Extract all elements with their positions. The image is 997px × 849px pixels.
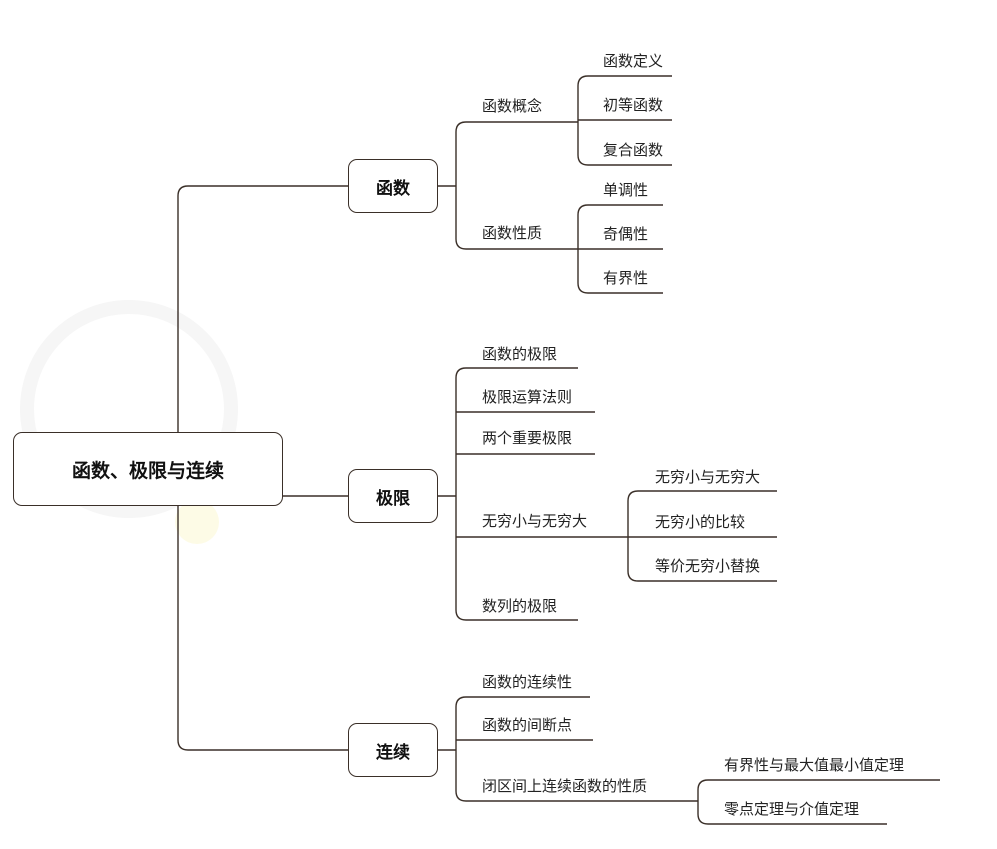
leaf-concept-2: 初等函数: [603, 96, 664, 114]
leaf-infinitesimal-2: 无穷小的比较: [655, 513, 746, 531]
leaf-closed-2: 零点定理与介值定理: [724, 800, 860, 818]
root-topic-label: 函数、极限与连续: [71, 459, 224, 482]
subtopic-property: 函数性质: [482, 224, 543, 242]
leaf-property-3: 有界性: [603, 269, 649, 287]
branch-jixian-label: 极限: [376, 488, 410, 509]
leaf-infinitesimal-1: 无穷小与无穷大: [655, 468, 761, 486]
leaf-infinitesimal-3: 等价无穷小替换: [655, 557, 761, 575]
branch-lianxu-label: 连续: [376, 742, 410, 763]
root-topic: 函数、极限与连续: [13, 432, 283, 506]
branch-hanshu: 函数: [348, 159, 438, 213]
leaf-concept-3: 复合函数: [603, 141, 664, 159]
subtopic-limit-2: 极限运算法则: [482, 388, 573, 406]
subtopic-limit-3: 两个重要极限: [482, 429, 573, 447]
subtopic-closed-interval: 闭区间上连续函数的性质: [482, 777, 648, 795]
subtopic-concept: 函数概念: [482, 97, 543, 115]
subtopic-continuity-1: 函数的连续性: [482, 673, 573, 691]
branch-hanshu-label: 函数: [376, 178, 410, 199]
leaf-concept-1: 函数定义: [603, 52, 664, 70]
leaf-property-2: 奇偶性: [603, 225, 649, 243]
subtopic-continuity-2: 函数的间断点: [482, 716, 573, 734]
branch-jixian: 极限: [348, 469, 438, 523]
leaf-closed-1: 有界性与最大值最小值定理: [724, 756, 905, 774]
subtopic-limit-1: 函数的极限: [482, 345, 558, 363]
branch-lianxu: 连续: [348, 723, 438, 777]
subtopic-sequence: 数列的极限: [482, 597, 558, 615]
subtopic-infinitesimal: 无穷小与无穷大: [482, 512, 588, 530]
leaf-property-1: 单调性: [603, 181, 649, 199]
